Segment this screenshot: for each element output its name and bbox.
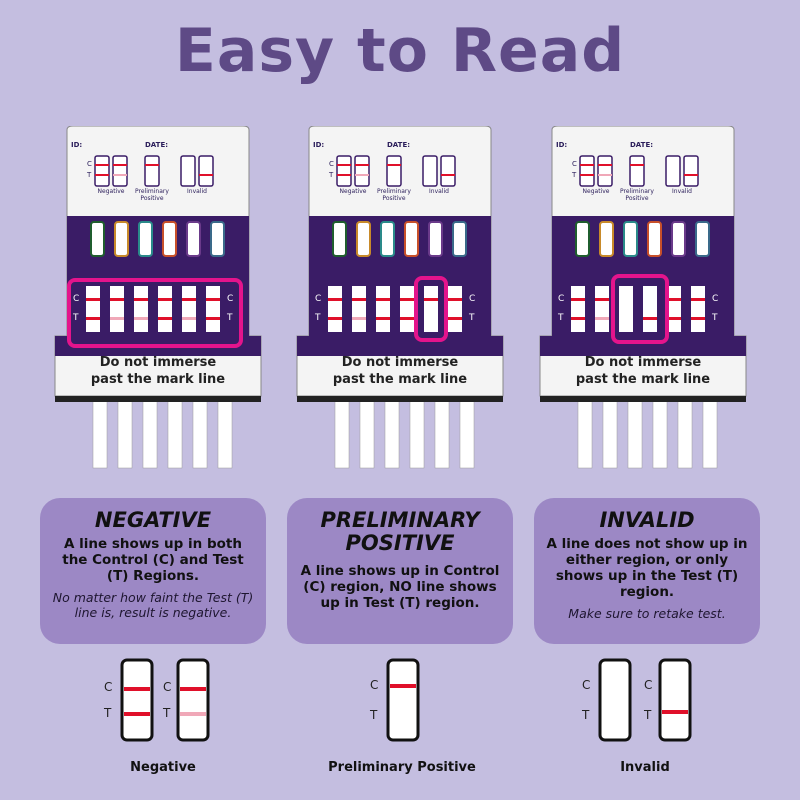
demo-label-invalid: Invalid — [620, 760, 670, 775]
drug-labels — [332, 221, 467, 257]
demo-invalid-c-label-2: C — [644, 678, 653, 692]
legend-windows — [579, 155, 699, 187]
window-t-label-right: T — [469, 313, 475, 323]
panel-body: A line shows up in Control (C) region, N… — [300, 563, 500, 611]
result-windows — [328, 286, 462, 332]
demo-invalid-t-label: T — [582, 708, 590, 722]
test-card-negative: ID: DATE: C T Negative Preliminary Posit… — [53, 126, 263, 469]
demo-negative-c-label: C — [104, 680, 113, 694]
legend-negative: Negative — [97, 188, 125, 195]
immerse-warning: Do not immerse past the mark line — [538, 354, 748, 388]
legend-invalid: Invalid — [429, 188, 449, 195]
immerse-warning: Do not immerse past the mark line — [295, 354, 505, 388]
test-card-invalid: ID: DATE: C T Negative Preliminary Posit… — [538, 126, 748, 469]
result-windows — [86, 286, 220, 332]
id-label: ID: — [556, 141, 568, 149]
highlight-frame — [414, 276, 448, 342]
demo-preliminary-positive-strip — [386, 658, 420, 742]
window-t-label-right: T — [227, 313, 233, 323]
demo-strips — [120, 658, 692, 742]
immerse-line-1: Do not immerse — [341, 355, 459, 370]
legend-c-label: C — [329, 160, 334, 168]
legend-t-label: T — [329, 171, 334, 179]
date-label: DATE: — [630, 141, 654, 149]
page-title: Easy to Read — [174, 16, 626, 86]
date-label: DATE: — [387, 141, 411, 149]
highlight-frame — [67, 278, 243, 348]
legend-t-label: T — [572, 171, 577, 179]
demo-label-preliminary-positive: Preliminary Positive — [328, 760, 476, 775]
demo-negative-t-label-2: T — [163, 706, 171, 720]
window-c-label-right: C — [712, 294, 719, 304]
result-windows — [571, 286, 705, 332]
demo-negative-c-label-2: C — [163, 680, 172, 694]
panel-body: A line does not show up in either region… — [546, 536, 748, 600]
immerse-line-1: Do not immerse — [584, 355, 702, 370]
immerse-line-2: past the mark line — [575, 372, 711, 387]
legend-c-label: C — [87, 160, 92, 168]
immerse-line-1: Do not immerse — [99, 355, 217, 370]
immerse-line-2: past the mark line — [332, 372, 468, 387]
demo-invalid-strips — [598, 658, 692, 742]
legend-preliminary-positive: Preliminary Positive — [377, 188, 411, 202]
drug-labels — [90, 221, 225, 257]
test-card-preliminary-positive: ID: DATE: C T Negative Preliminary Posit… — [295, 126, 505, 469]
panel-preliminary-positive: PRELIMINARY POSITIVE A line shows up in … — [287, 498, 513, 644]
panel-body: A line shows up in both the Control (C) … — [62, 536, 244, 584]
legend-t-label: T — [87, 171, 92, 179]
legend-c-label: C — [572, 160, 577, 168]
window-c-label: C — [315, 294, 322, 304]
legend-invalid: Invalid — [672, 188, 692, 195]
window-t-label: T — [315, 313, 321, 323]
demo-label-negative: Negative — [130, 760, 196, 775]
window-t-label-right: T — [712, 313, 718, 323]
card-graphic — [54, 126, 262, 469]
panel-heading: INVALID — [599, 508, 695, 532]
drug-labels — [575, 221, 710, 257]
panel-invalid: INVALID A line does not show up in eithe… — [534, 498, 760, 644]
date-label: DATE: — [145, 141, 169, 149]
window-t-label: T — [558, 313, 564, 323]
legend-preliminary-positive: Preliminary Positive — [620, 188, 654, 202]
window-c-label-right: C — [227, 294, 234, 304]
window-c-label: C — [73, 294, 80, 304]
panel-negative: NEGATIVE A line shows up in both the Con… — [40, 498, 266, 644]
demo-negative-t-label: T — [104, 706, 112, 720]
panel-note: No matter how faint the Test (T) line is… — [52, 590, 254, 620]
demo-prelim-t-label: T — [370, 708, 378, 722]
legend-negative: Negative — [582, 188, 610, 195]
window-c-label-right: C — [469, 294, 476, 304]
legend-windows — [336, 155, 456, 187]
legend-windows — [94, 155, 214, 187]
window-c-label: C — [558, 294, 565, 304]
demo-prelim-c-label: C — [370, 678, 379, 692]
legend-negative: Negative — [339, 188, 367, 195]
id-label: ID: — [71, 141, 83, 149]
card-graphic — [539, 126, 747, 469]
demo-invalid-c-label: C — [582, 678, 591, 692]
highlight-frame — [611, 274, 669, 344]
panel-heading: PRELIMINARY POSITIVE — [320, 508, 480, 555]
immerse-warning: Do not immerse past the mark line — [53, 354, 263, 388]
card-graphic — [296, 126, 504, 469]
legend-preliminary-positive: Preliminary Positive — [135, 188, 169, 202]
legend-invalid: Invalid — [187, 188, 207, 195]
immerse-line-2: past the mark line — [90, 372, 226, 387]
panel-heading: NEGATIVE — [94, 508, 212, 532]
demo-invalid-t-label-2: T — [644, 708, 652, 722]
demo-negative-strips — [120, 658, 210, 742]
window-t-label: T — [73, 313, 79, 323]
id-label: ID: — [313, 141, 325, 149]
panel-note: Make sure to retake test. — [568, 606, 726, 621]
